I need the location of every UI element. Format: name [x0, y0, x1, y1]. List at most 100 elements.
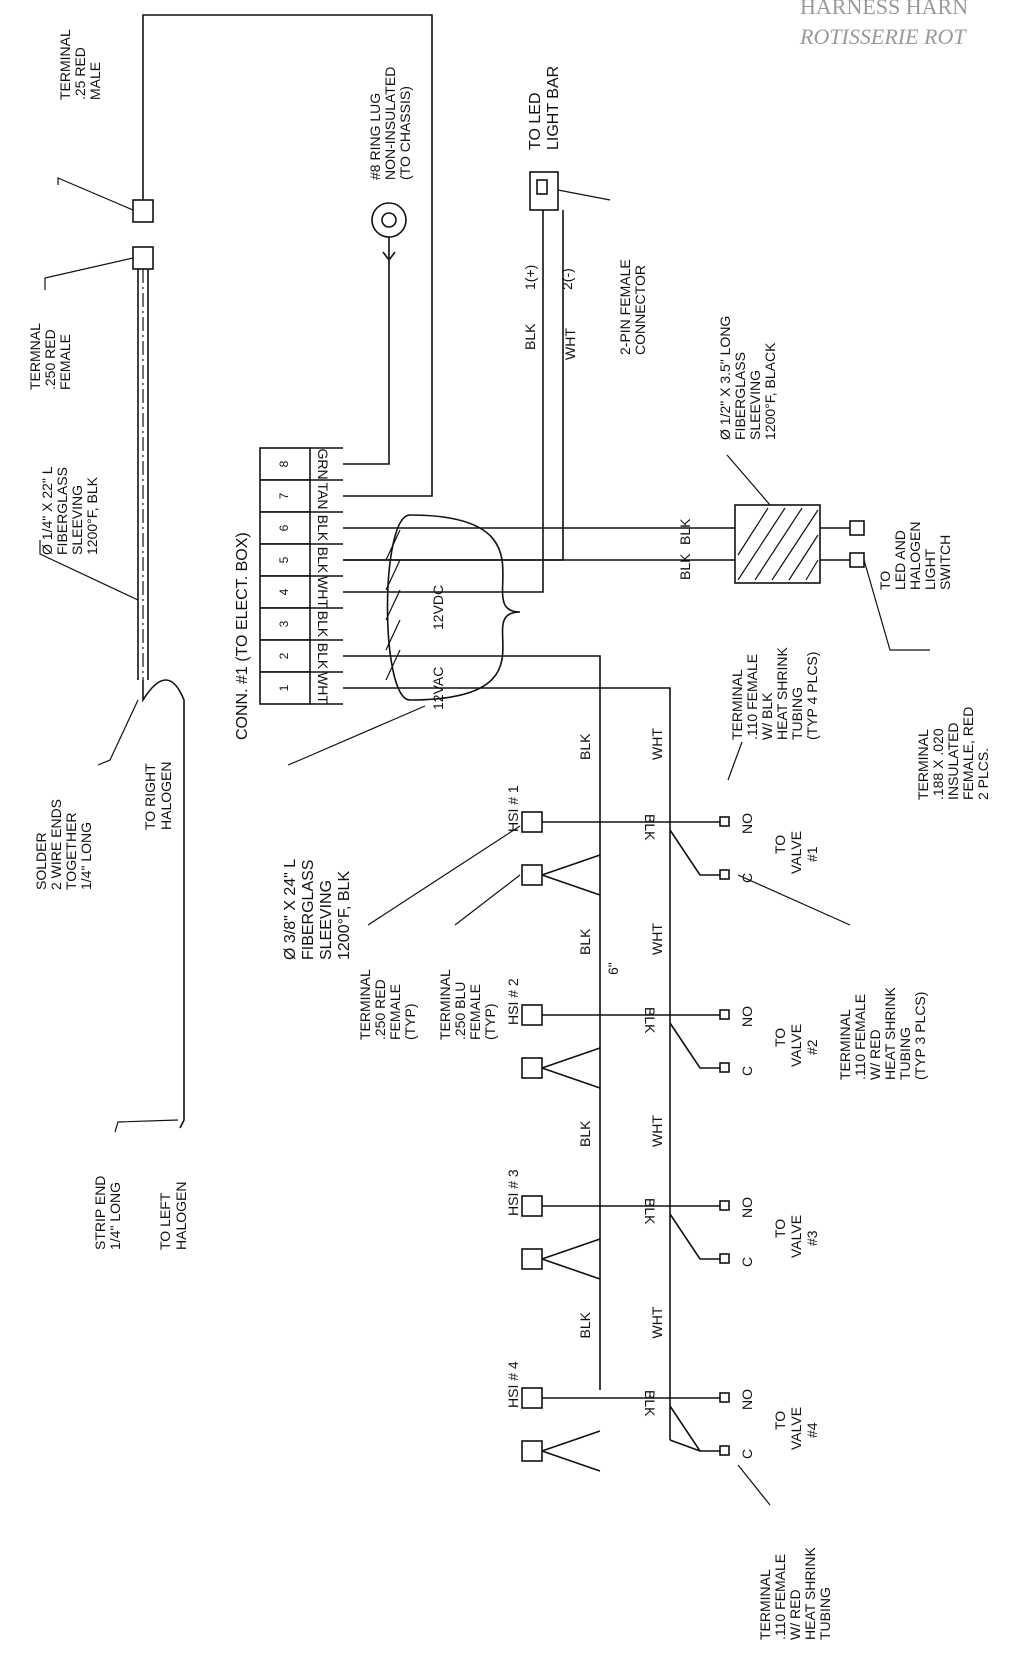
label-switch-blk-2: BLK: [677, 553, 693, 580]
label-blk-main: BLK: [577, 733, 593, 760]
svg-text:SLEEVING: SLEEVING: [69, 485, 85, 555]
terminal-red-female: [132, 246, 154, 270]
valve-no-terminal: [719, 1009, 730, 1020]
svg-text:2(-): 2(-): [559, 268, 575, 290]
blk-led-wire: [343, 210, 544, 593]
label-term-110-blk: TERMINAL .110 FEMALE W/ BLK HEAT SHRINK …: [729, 647, 820, 740]
svg-text:LIGHT BAR: LIGHT BAR: [545, 66, 562, 150]
label-term-250-red: TERMINAL .250 RED FEMALE (TYP): [357, 969, 418, 1040]
svg-text:SWITCH: SWITCH: [937, 535, 953, 590]
svg-text:.25 RED: .25 RED: [72, 47, 88, 100]
svg-text:#1: #1: [804, 846, 820, 862]
svg-text:BLK: BLK: [577, 733, 593, 760]
leader-term-250-blu: [454, 874, 521, 926]
svg-text:TERMINAL: TERMINAL: [837, 1009, 853, 1080]
no-label: NO: [739, 1197, 755, 1218]
leader-terminal-male: [57, 177, 134, 211]
segment-wht-label: WHT: [649, 1306, 665, 1338]
valve-no-terminal: [719, 816, 730, 827]
svg-text:TERMINAL: TERMINAL: [729, 669, 745, 740]
hsi-terminal: [521, 1057, 543, 1079]
svg-text:TERMINAL: TERMINAL: [57, 29, 73, 100]
svg-text:1200°F, BLACK: 1200°F, BLACK: [762, 342, 778, 440]
label-12vdc: 12VDC: [430, 585, 446, 630]
label-term-110-red-a: TERMINAL .110 FEMALE W/ RED HEAT SHRINK …: [837, 987, 928, 1080]
leader-term-110-blk: [727, 741, 743, 781]
connector-pin-number: 7: [277, 492, 291, 499]
svg-text:TERMNAL: TERMNAL: [27, 323, 43, 390]
svg-text:TO: TO: [772, 835, 788, 854]
label-pin-female: 2-PIN FEMALE CONNECTOR: [617, 259, 648, 355]
terminal-red-male: [132, 199, 154, 223]
svg-text:Ø 1/2" X 3.5" LONG: Ø 1/2" X 3.5" LONG: [717, 316, 733, 440]
svg-text:SOLDER: SOLDER: [33, 832, 49, 890]
label-solder: SOLDER 2 WIRE ENDS TOGETHER 1/4" LONG: [33, 799, 94, 890]
hsi-blk-jumper: [541, 1450, 601, 1472]
label-term-110-red-b: TERMINAL .110 FEMALE W/ RED HEAT SHRINK …: [757, 1547, 833, 1640]
connector-wire-color: TAN: [315, 483, 331, 510]
hsi-terminal: [521, 1387, 543, 1409]
label-sleeve-half: Ø 1/2" X 3.5" LONG FIBERGLASS SLEEVING 1…: [717, 316, 778, 440]
segment-blk-label: BLK: [577, 928, 593, 955]
svg-text:6": 6": [605, 962, 621, 975]
hsi-blk-jumper: [541, 1430, 601, 1452]
svg-text:.250 RED: .250 RED: [372, 979, 388, 1040]
hsi-terminal: [521, 1004, 543, 1026]
svg-text:(TYP): (TYP): [482, 1003, 498, 1040]
valve-c-terminal: [719, 869, 730, 880]
leader-term-250-red: [367, 825, 521, 926]
svg-text:#2: #2: [804, 1039, 820, 1055]
svg-text:(TYP 3 PLCS): (TYP 3 PLCS): [912, 992, 928, 1080]
sleeve-half-block: [734, 504, 821, 584]
segment-wht-label: WHT: [649, 923, 665, 955]
connector-wire-color: BLK: [315, 515, 331, 542]
label-sleeve-quarter: Ø 1/4" X 22" L FIBERGLASS SLEEVING 1200°…: [39, 466, 100, 555]
hsi-blk-jumper: [541, 1258, 601, 1280]
watermark-line-2: ROTISSERIE ROT: [799, 24, 967, 49]
leader-sleeve-quarter: [39, 540, 139, 601]
svg-text:TO LED: TO LED: [527, 93, 544, 151]
hsi-blk-jumper: [541, 1238, 601, 1260]
svg-text:2-PIN FEMALE: 2-PIN FEMALE: [617, 259, 633, 355]
svg-text:VALVE: VALVE: [788, 1024, 804, 1067]
label-terminal-red-male: TERMINAL .25 RED MALE: [57, 29, 103, 100]
hsi-blk-jumper: [541, 1047, 601, 1069]
svg-text:TERMINAL: TERMINAL: [757, 1569, 773, 1640]
svg-text:VALVE: VALVE: [788, 1407, 804, 1450]
connector-pin-cell: [259, 607, 311, 641]
connector-title: CONN. #1 (TO ELECT. BOX): [234, 532, 251, 740]
connector-pin-number: 4: [277, 588, 291, 595]
svg-text:BLK: BLK: [677, 518, 693, 545]
svg-text:.110 FEMALE: .110 FEMALE: [772, 1554, 788, 1640]
c-label: C: [739, 1449, 755, 1459]
connector-pin-cell: [259, 447, 311, 481]
svg-text:Ø 1/4" X 22" L: Ø 1/4" X 22" L: [39, 466, 55, 555]
c-label: C: [739, 873, 755, 883]
label-terminal-red-female: TERMNAL .250 RED FEMALE: [27, 323, 73, 390]
svg-text:W/ RED: W/ RED: [867, 1029, 883, 1080]
svg-text:HEAT SHRINK: HEAT SHRINK: [882, 987, 898, 1080]
svg-text:.110 FEMALE: .110 FEMALE: [744, 654, 760, 740]
wht-main-line: [343, 687, 671, 1440]
hsi-blk-jumper: [541, 1067, 601, 1089]
svg-text:FEMALE: FEMALE: [467, 984, 483, 1040]
label-light-switch: TO LED AND HALOGEN LIGHT SWITCH: [877, 522, 953, 590]
svg-text:TUBING: TUBING: [789, 687, 805, 740]
svg-text:W/ RED: W/ RED: [787, 1589, 803, 1640]
c-label: C: [739, 1257, 755, 1267]
ring-lug-outer: [371, 202, 407, 238]
connector-pin-cell: [259, 479, 311, 513]
blk-main-line: [343, 655, 601, 1390]
svg-text:HEAT SHRINK: HEAT SHRINK: [774, 647, 790, 740]
svg-text:(TO CHASSIS): (TO CHASSIS): [397, 86, 413, 180]
svg-text:FEMALE: FEMALE: [57, 334, 73, 390]
valve-no-terminal: [719, 1200, 730, 1211]
segment-blk-label: BLK: [577, 1311, 593, 1338]
connector-wire-color: BLK: [315, 547, 331, 574]
no-label: NO: [739, 1389, 755, 1410]
label-sleeve-3-8: Ø 3/8" X 24" L FIBERGLASS SLEEVING 1200°…: [282, 859, 353, 960]
svg-text:1/4" LONG: 1/4" LONG: [78, 822, 94, 890]
segment-wht-label: WHT: [649, 1115, 665, 1147]
